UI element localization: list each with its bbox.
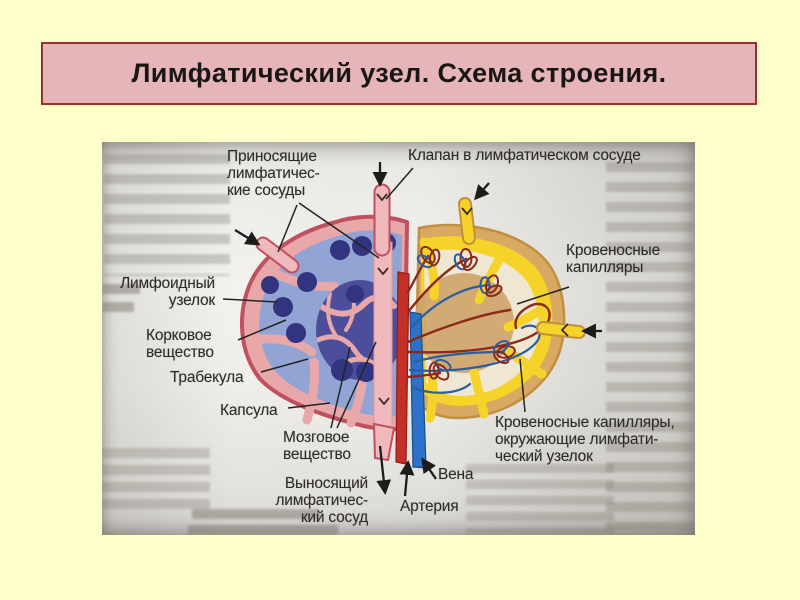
label-vein: Вена	[438, 466, 474, 483]
lymphoid-nodule-dot	[356, 362, 376, 382]
label-trabecula: Трабекула	[170, 369, 244, 386]
bleedthrough-text-ghost	[192, 509, 320, 519]
node-left-half	[239, 214, 409, 432]
flow-arrow	[399, 460, 415, 497]
lymphoid-nodule-dot	[346, 285, 364, 303]
lymphoid-nodule-dot	[286, 323, 306, 343]
lymphoid-nodule-dot	[273, 297, 293, 317]
label-artery: Артерия	[400, 498, 459, 515]
flow-arrow	[474, 182, 490, 201]
leader-line	[222, 298, 278, 303]
lymphoid-nodule-dot	[331, 359, 353, 381]
bleedthrough-text-ghost	[104, 154, 230, 276]
label-afferent-lymphatic-vessels: Приносящие лимфатичес- кие сосуды	[227, 148, 320, 199]
leader-line	[330, 346, 351, 429]
label-capillaries-around-nodule: Кровеносные капилляры, окружающие лимфат…	[495, 414, 675, 465]
label-capsule: Капсула	[220, 402, 278, 419]
artery-trunk	[395, 271, 410, 465]
leader-line	[298, 202, 380, 259]
leader-lines	[222, 167, 570, 429]
title-banner: Лимфатический узел. Схема строения.	[41, 42, 757, 105]
leader-line	[385, 167, 414, 200]
lymphoid-nodule-dot	[297, 272, 317, 292]
bleedthrough-text-ghost	[102, 448, 210, 514]
leader-line	[237, 319, 287, 341]
valve-mark	[376, 193, 388, 202]
valve-mark	[378, 397, 390, 406]
lymphoid-nodule-dot	[261, 276, 279, 294]
valve-mark	[461, 207, 473, 216]
label-cortex: Корковое вещество	[146, 327, 214, 361]
bleedthrough-text-ghost	[102, 284, 140, 294]
bleedthrough-text-ghost	[606, 162, 694, 530]
valve-mark	[560, 323, 569, 337]
lymph-node-diagram	[222, 162, 602, 497]
bleedthrough-text-ghost	[466, 464, 614, 534]
leader-line	[277, 204, 298, 253]
flow-arrows	[234, 162, 602, 497]
bleedthrough-text-ghost	[188, 525, 338, 535]
label-efferent-lymphatic-vessel: Выносящий лимфатичес- кий сосуд	[275, 475, 368, 526]
lymphatic-vessel-top-right	[458, 197, 476, 245]
label-blood-capillaries: Кровеносные капилляры	[566, 242, 661, 276]
leader-line	[516, 286, 570, 305]
textbook-figure-scan: Приносящие лимфатичес- кие сосуды Клапан…	[102, 142, 695, 535]
label-medulla: Мозговое вещество	[283, 429, 351, 463]
valve-mark	[377, 267, 389, 276]
leader-line	[287, 402, 331, 409]
label-valve-in-lymphatic-vessel: Клапан в лимфатическом сосуде	[408, 147, 641, 164]
leader-line	[519, 358, 526, 413]
flow-arrow	[376, 445, 392, 495]
blood-capillaries	[405, 240, 551, 394]
flow-arrow	[234, 229, 261, 246]
leader-line	[260, 358, 309, 373]
label-lymphoid-nodule: Лимфоидный узелок	[120, 275, 215, 309]
vessel-valves	[376, 193, 569, 406]
lymphoid-nodule-dot	[330, 240, 350, 260]
flow-arrow	[421, 457, 437, 480]
bleedthrough-text-ghost	[102, 302, 134, 312]
afferent-vessel-left	[255, 236, 300, 274]
efferent-lymphatic-exit	[372, 422, 396, 462]
slide-title: Лимфатический узел. Схема строения.	[131, 58, 667, 88]
leader-line	[336, 341, 377, 429]
